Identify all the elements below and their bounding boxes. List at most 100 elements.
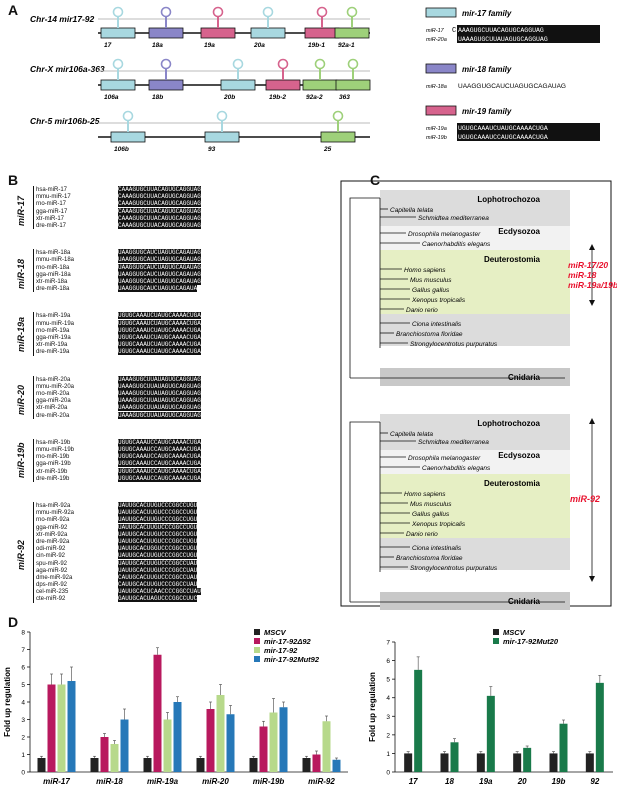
family-swatch [425, 105, 457, 116]
species-name: Ciona intestinalis [412, 545, 462, 552]
mirna-sequence: UAUUGCACUUGUCCCGGCCUGU [118, 502, 198, 509]
gene-label: 92a-1 [338, 42, 355, 49]
species-mirna-name: gga-miR-18a [36, 271, 71, 278]
legend-label: mir-17-92Δ92 [264, 637, 312, 646]
mirna-sequence: CAAAGUGCUUACAGUGCAGGUAG [118, 200, 201, 208]
mirna-sequence: UAAGGUGCAUCUAGUGCAGAUAG [118, 270, 201, 278]
species-name: Caenorhabditis elegans [422, 465, 491, 472]
bar [67, 681, 76, 772]
y-axis-label: Fold up regulation [368, 672, 377, 742]
gene-label: 19b-2 [269, 94, 286, 101]
y-tick-label: 5 [21, 682, 25, 689]
species-mirna-name: cel-miR-235 [36, 589, 69, 596]
gene-label: 19b-1 [308, 42, 325, 49]
bar [302, 758, 311, 772]
mirna-sequence: UGUGCAAAUCCAUGCAAAACUGA [118, 460, 201, 468]
y-tick-label: 4 [21, 700, 25, 707]
mirna-sequence: GAUUGCACUAGUCCCGGCCUUC [118, 595, 198, 603]
sequence-highlight [457, 132, 600, 141]
gene-box [334, 27, 370, 39]
bar [259, 726, 268, 772]
mirna-sequence: CAAAGUGCUUACAGUGCAGGUAG [118, 186, 201, 193]
family-sequence: UGUGCAAAUCCAUGCAAAACUGA [458, 134, 548, 141]
x-tick-label: miR-19a [147, 777, 179, 786]
x-tick-label: 17 [409, 777, 418, 786]
mirna-sequence: UAAGGUGCAUCUAGUGCAGAUA [118, 285, 198, 293]
x-tick-label: miR-17 [43, 777, 70, 786]
arrowhead-up [589, 418, 595, 424]
mirna-sequence: UAAAGUGCUUAUAGUGCAGGUAG [118, 375, 201, 383]
clade-label: Lophotrochozoa [477, 195, 540, 204]
band-lower-deuterostomes [380, 314, 570, 346]
hairpin-loop [112, 58, 124, 70]
family-sequence: AAAGUGCUUACAGUGCAGGUAG [458, 27, 544, 34]
bar [120, 719, 129, 772]
arrowhead-up [589, 244, 595, 250]
y-tick-label: 8 [21, 630, 25, 637]
family-mirna-id: miR-18a [426, 84, 447, 90]
species-mirna-name: hsa-miR-18a [36, 250, 71, 257]
alignment-group-label: miR-19a [16, 316, 26, 352]
conservation-label: miR-92 [570, 494, 600, 504]
mirna-sequence: UGUGCAAAUCCAUGCAAAACUGA [118, 438, 201, 446]
y-tick-label: 3 [386, 714, 390, 721]
species-name: Schmidtea mediterranea [418, 215, 489, 222]
species-mirna-name: mmu-miR-19b [36, 446, 75, 453]
bar [143, 758, 152, 772]
panel-label-a: A [8, 2, 19, 18]
gene-label: 363 [339, 94, 350, 101]
clade-label: Ecdysozoa [498, 227, 540, 236]
species-mirna-name: dps-miR-92 [36, 582, 68, 589]
alignment-row: dre-miR-18a UAAGGUGCAUCUAGUGCAGAUA [36, 285, 201, 293]
mirna-sequence: UAUUGCACUUGUCCCGGCCUAU [118, 566, 198, 574]
bar [414, 669, 423, 772]
species-name: Branchiostoma floridae [396, 555, 463, 562]
bar [549, 753, 558, 772]
family-mirna-id: miR-19b [426, 135, 447, 141]
species-name: Drosophila melanogaster [408, 455, 481, 462]
species-mirna-name: xtr-miR-92a [36, 531, 68, 538]
conservation-label: miR-17/20 [568, 260, 608, 270]
legend-label: mir-17-92Mut20 [503, 637, 559, 646]
alignment-row: gga-miR-18a UAAGGUGCAUCUAGUGCAGAUAG [36, 270, 201, 278]
bar [523, 747, 532, 772]
bar [196, 758, 205, 772]
mirna-sequence: UAUUGCACUUGUCCCGGCCUGU [118, 530, 198, 538]
species-name: Capitella telata [390, 207, 433, 214]
band-cnidaria [380, 368, 570, 386]
mirna-sequence: UGUGCAAAUCUAUGCAAAACUGA [118, 333, 201, 341]
gene-label: 106b [114, 146, 129, 153]
species-mirna-name: dre-miR-18a [36, 286, 70, 293]
panel-label-d: D [8, 614, 19, 630]
species-mirna-name: rno-miR-17 [36, 201, 67, 208]
sequence-highlight [457, 123, 600, 132]
species-mirna-name: gga-miR-92 [36, 524, 68, 531]
hairpin-loop [232, 58, 244, 70]
mirna-sequence: UAUUGCACUUGUCCCGGCCUGU [118, 516, 198, 524]
hairpin-loop [316, 6, 328, 18]
y-tick-label: 1 [386, 751, 390, 758]
mirna-sequence: UGUGCAAAUCCAUGCAAAACUGA [118, 474, 201, 482]
band-cnidaria [380, 592, 570, 610]
mirna-sequence: UAUUGCACUGGUCCCGGCCUGU [118, 545, 198, 553]
family-mirna-id: miR-19a [426, 126, 447, 132]
bar [57, 684, 66, 772]
mirna-sequence: UAUUGCACUCAACCCCGGCCUAU [118, 588, 201, 596]
